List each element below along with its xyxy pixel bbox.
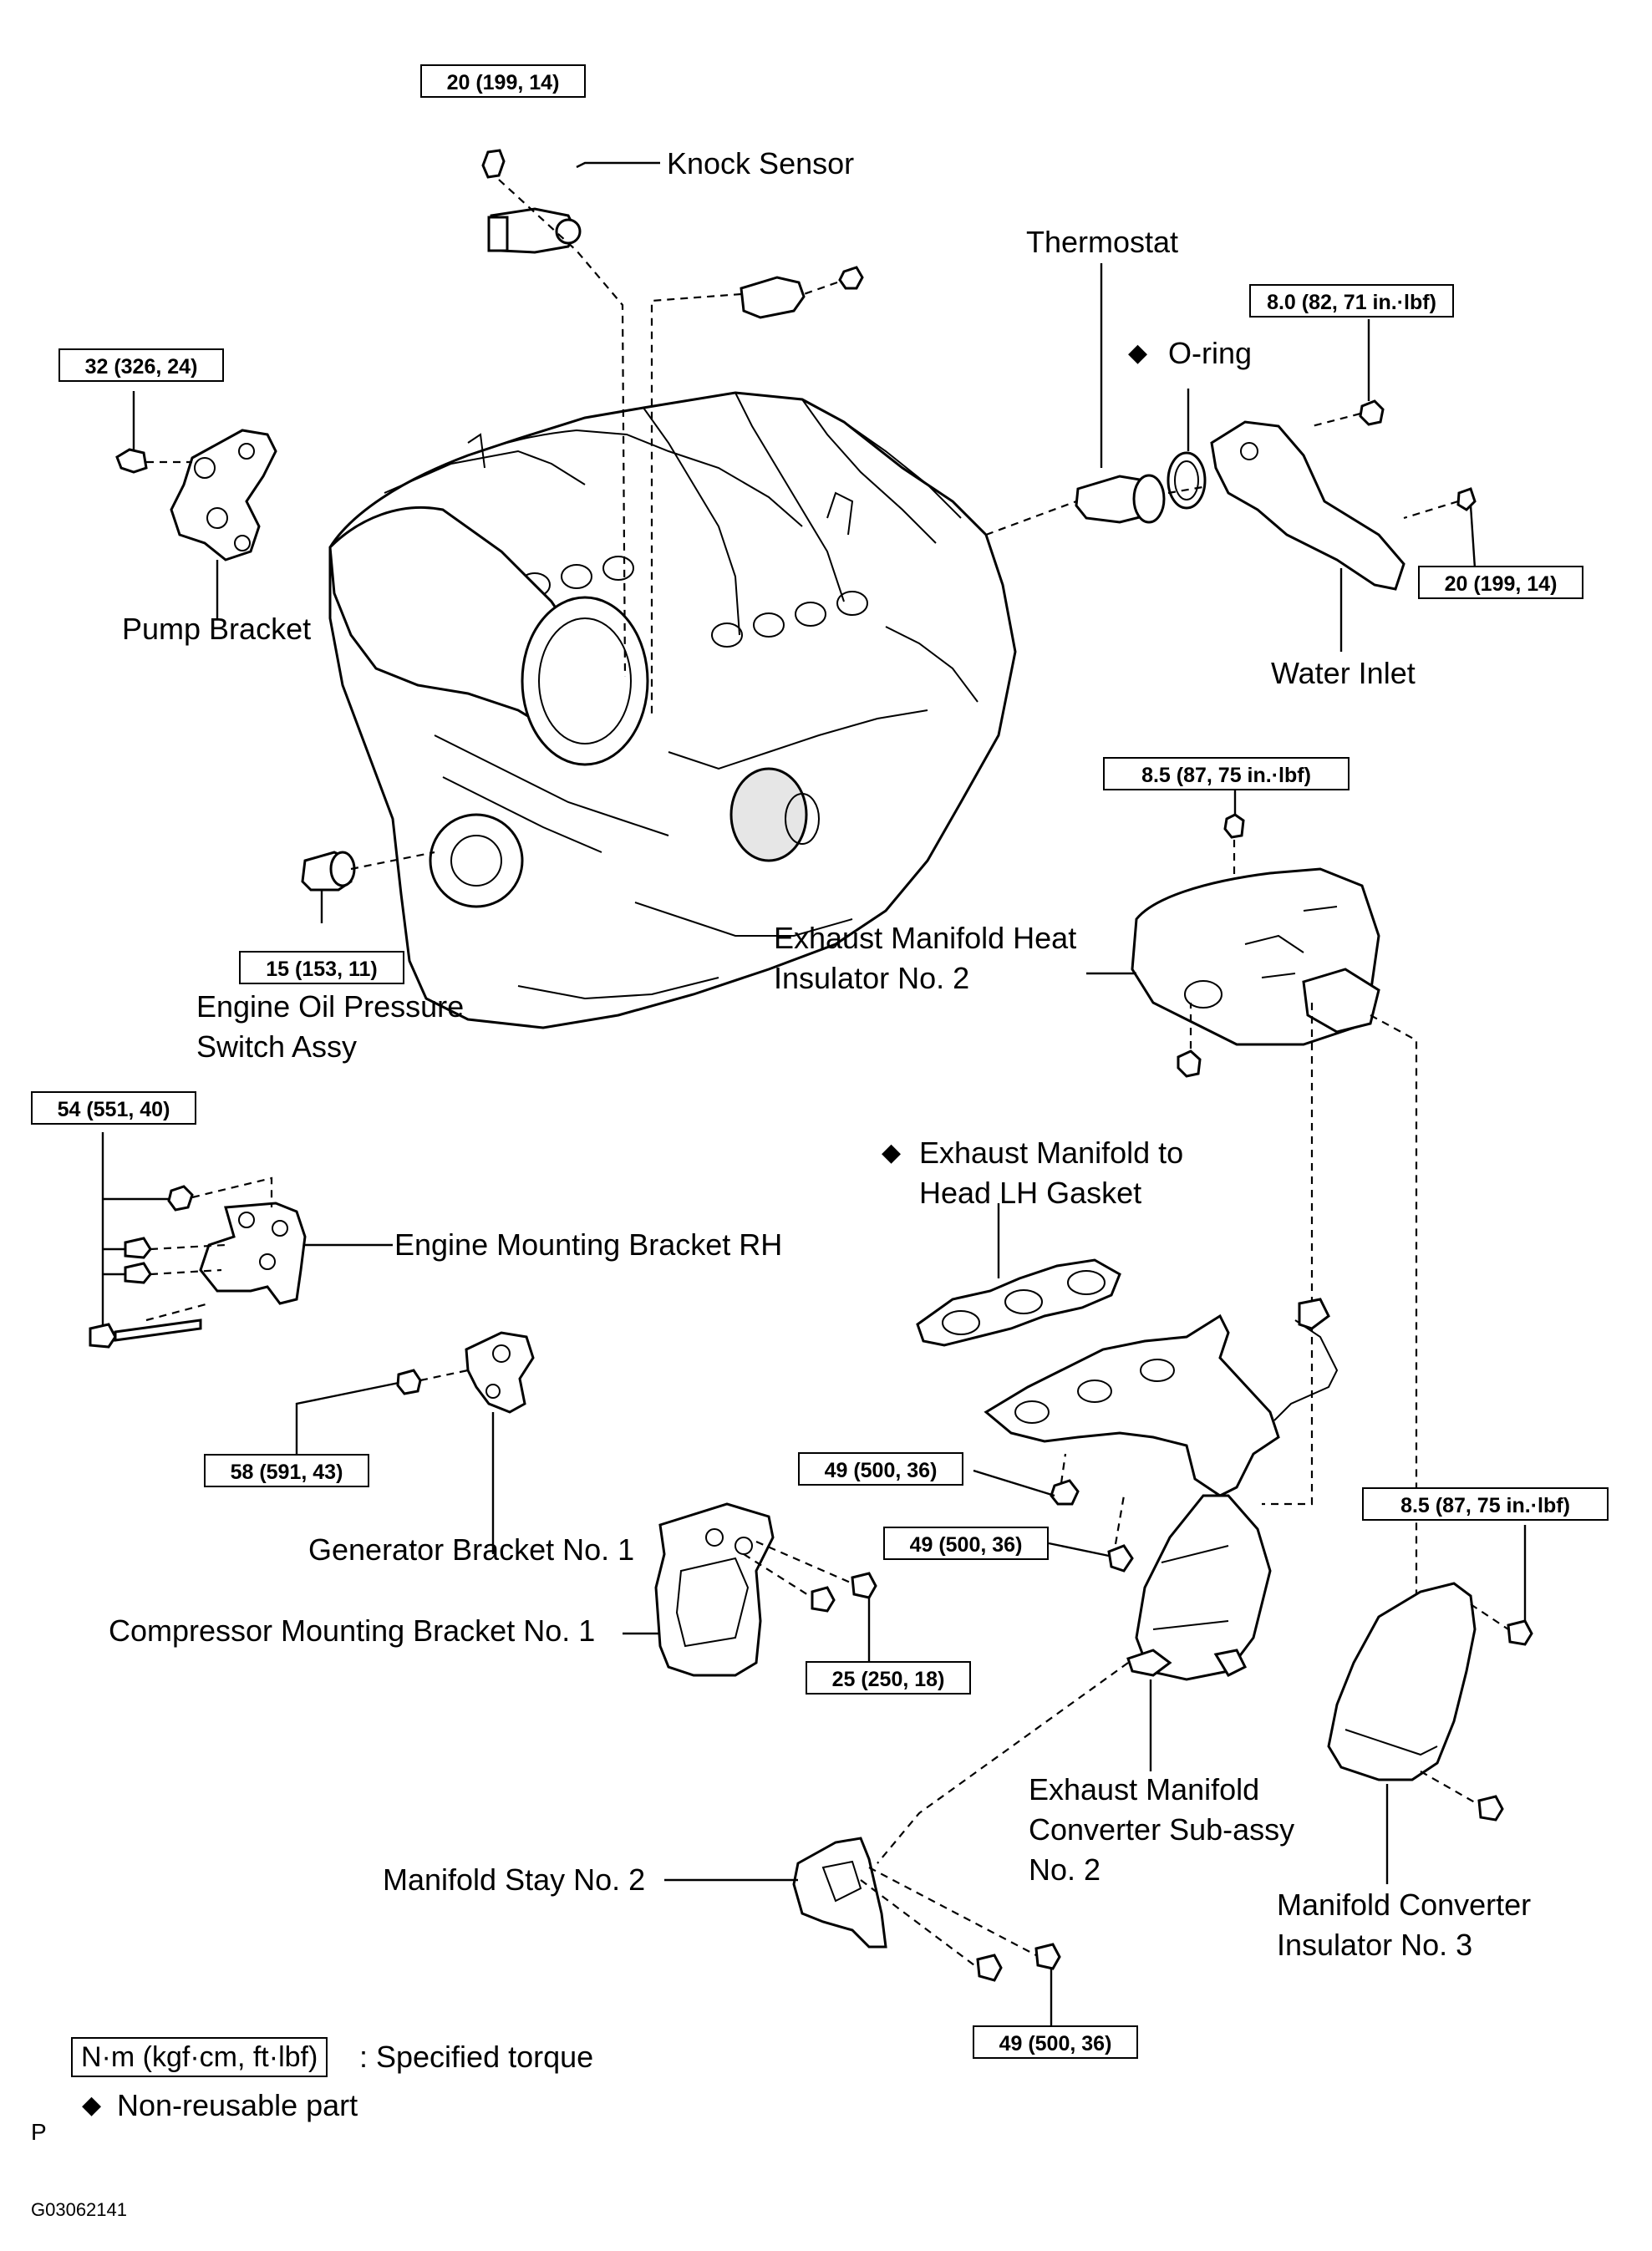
label-o-ring: O-ring (1168, 336, 1253, 370)
label-water-inlet: Water Inlet (1271, 656, 1416, 690)
label-converter-insulator-line2: Insulator No. 3 (1277, 1928, 1473, 1962)
label-heat-insulator-line1: Exhaust Manifold Heat (774, 921, 1077, 955)
gasket-diamond-icon: ◆ (882, 1139, 902, 1166)
exhaust-manifold-drawing (877, 1298, 1339, 1864)
label-converter-line2: Converter Sub-assy (1029, 1812, 1295, 1847)
label-pump-bracket: Pump Bracket (122, 612, 312, 646)
label-converter-line1: Exhaust Manifold (1029, 1772, 1260, 1806)
label-compressor-bracket: Compressor Mounting Bracket No. 1 (109, 1613, 596, 1648)
label-oil-pressure-switch-line1: Engine Oil Pressure (196, 989, 465, 1024)
oil-pressure-switch-drawing (301, 851, 435, 923)
footer-letter: P (31, 2119, 47, 2145)
pump-bracket-drawing (115, 391, 277, 618)
gasket-drawing (916, 1203, 1121, 1347)
label-converter-insulator-line1: Manifold Converter (1277, 1888, 1532, 1922)
torque-generator-bracket-nut: 58 (591, 43) (204, 1454, 369, 1487)
engine-block-drawing (328, 391, 1017, 1029)
label-heat-insulator-line2: Insulator No. 2 (774, 961, 970, 995)
footer-code: G03062141 (31, 2199, 127, 2220)
label-engine-mounting-bracket: Engine Mounting Bracket RH (394, 1227, 783, 1262)
label-manifold-stay: Manifold Stay No. 2 (383, 1862, 646, 1897)
thermostat-drawing (985, 263, 1208, 536)
knock-sensor-drawing (481, 149, 864, 719)
legend-diamond-icon: ◆ (82, 2091, 102, 2119)
torque-pump-bracket-bolt: 32 (326, 24) (58, 348, 224, 382)
label-knock-sensor: Knock Sensor (667, 146, 855, 180)
generator-bracket-drawing (295, 1331, 535, 1554)
heat-insulator-drawing (1086, 777, 1418, 1625)
legend-unit-box: N·m (kgf·cm, ft·lbf) (71, 2037, 328, 2077)
label-oil-pressure-switch-line2: Switch Assy (196, 1029, 358, 1064)
mounting-bracket-drawing (89, 1132, 393, 1349)
manifold-stay-drawing (664, 1837, 1061, 2026)
o-ring-diamond-icon: ◆ (1128, 339, 1148, 367)
compressor-bracket-drawing (623, 1502, 877, 1677)
legend-nonreusable-text: Non-reusable part (117, 2088, 358, 2122)
torque-converter-insulator-nut: 8.5 (87, 75 in.·lbf) (1362, 1487, 1609, 1521)
converter-insulator-drawing (1327, 1525, 1533, 1884)
torque-oil-pressure-switch: 15 (153, 11) (239, 951, 404, 984)
torque-knock-sensor-nut: 20 (199, 14) (420, 64, 586, 98)
water-inlet-drawing (1210, 319, 1477, 652)
torque-manifold-nut: 49 (500, 36) (798, 1452, 963, 1486)
label-converter-line3: No. 2 (1029, 1852, 1101, 1887)
label-gasket-line2: Head LH Gasket (919, 1176, 1142, 1210)
label-thermostat: Thermostat (1026, 225, 1179, 259)
torque-manifold-bolt: 49 (500, 36) (883, 1527, 1049, 1560)
torque-heat-insulator-bolt: 8.5 (87, 75 in.·lbf) (1103, 757, 1350, 790)
torque-water-inlet-nut: 8.0 (82, 71 in.·lbf) (1249, 284, 1454, 318)
torque-compressor-bracket-bolt: 25 (250, 18) (806, 1661, 971, 1695)
torque-stay-bolt: 49 (500, 36) (973, 2025, 1138, 2059)
torque-water-inlet-bolt: 20 (199, 14) (1418, 566, 1583, 599)
label-gasket-line1: Exhaust Manifold to (919, 1136, 1184, 1170)
torque-mounting-bracket-rh: 54 (551, 40) (31, 1091, 196, 1125)
legend-unit-text: : Specified torque (359, 2040, 594, 2074)
label-generator-bracket: Generator Bracket No. 1 (308, 1532, 635, 1567)
